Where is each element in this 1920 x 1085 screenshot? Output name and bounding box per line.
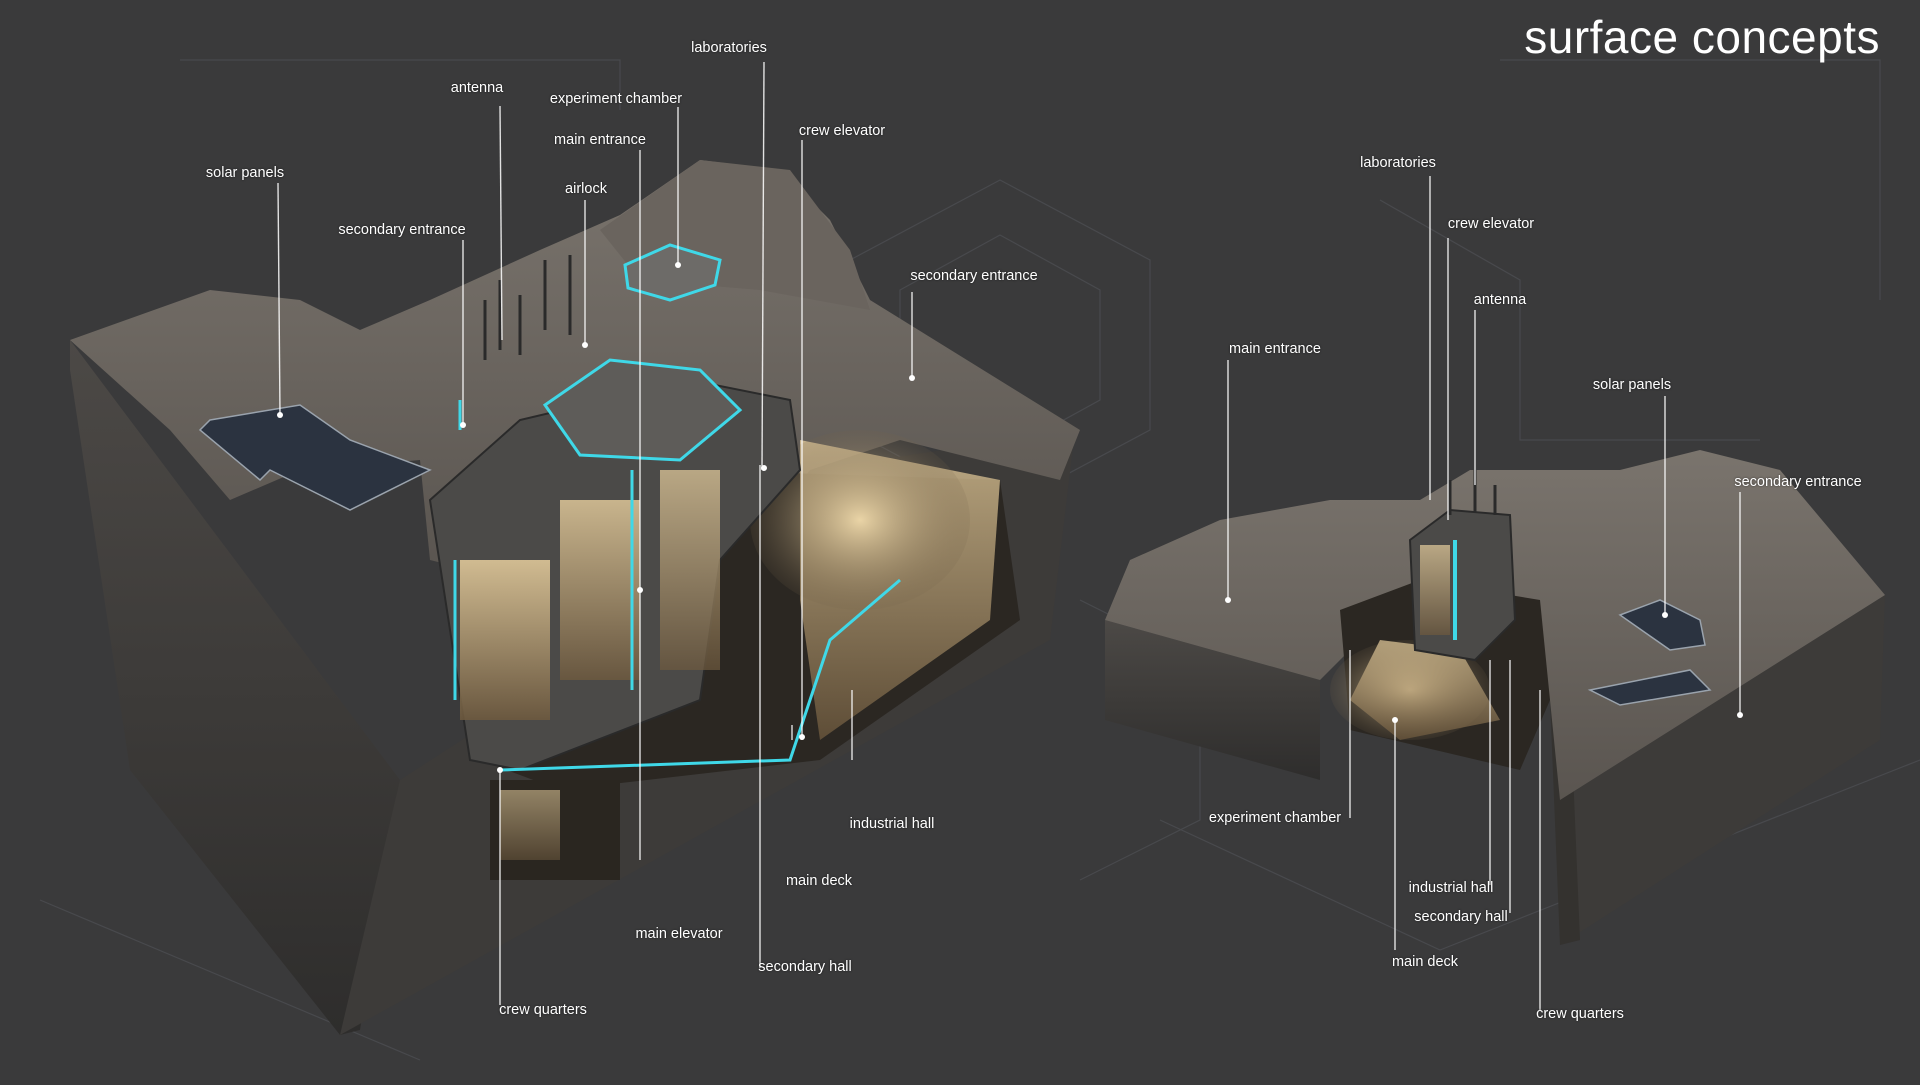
label-antenna-left: antenna <box>450 80 504 96</box>
page-title: surface concepts <box>1524 11 1880 63</box>
label-solar-panels-left: solar panels <box>205 165 285 181</box>
left-terrain-side-front <box>70 340 400 1035</box>
right-habitat-model <box>1105 450 1885 945</box>
label-solar-panels-right: solar panels <box>1592 377 1672 393</box>
label-experiment-chamber-left: experiment chamber <box>549 91 683 107</box>
left-habitat-model <box>70 160 1080 1035</box>
label-secondary-hall-right: secondary hall <box>1414 909 1508 925</box>
label-laboratories-right: laboratories <box>1360 155 1436 171</box>
left-leader-lines <box>277 61 915 1005</box>
label-main-elevator-left: main elevator <box>635 926 723 942</box>
label-main-deck-left: main deck <box>785 873 853 889</box>
label-secondary-hall-left: secondary hall <box>758 959 852 975</box>
blueprint-background <box>39 59 1920 1061</box>
label-secondary-entrance-left-b: secondary entrance <box>910 268 1038 284</box>
label-main-entrance-right: main entrance <box>1229 341 1321 357</box>
label-antenna-right: antenna <box>1473 292 1527 308</box>
label-main-deck-right: main deck <box>1391 954 1459 970</box>
label-crew-elevator-right: crew elevator <box>1447 216 1535 232</box>
label-industrial-hall-left: industrial hall <box>849 816 935 832</box>
right-terrain-side-right <box>1560 595 1885 945</box>
label-crew-elevator-left: crew elevator <box>798 123 886 139</box>
right-leader-lines <box>1225 176 1743 1010</box>
label-airlock-left: airlock <box>565 181 607 197</box>
label-laboratories-left: laboratories <box>691 40 767 56</box>
label-main-entrance-left: main entrance <box>554 132 646 148</box>
label-experiment-chamber-right: experiment chamber <box>1208 810 1342 826</box>
left-solar-panels <box>198 404 432 511</box>
label-crew-quarters-left: crew quarters <box>499 1002 587 1018</box>
right-solar-panels <box>1618 599 1706 651</box>
right-terrain-side-front <box>1105 620 1320 780</box>
label-industrial-hall-right: industrial hall <box>1408 880 1494 896</box>
label-crew-quarters-right: crew quarters <box>1536 1006 1624 1022</box>
label-secondary-entrance-right: secondary entrance <box>1734 474 1862 490</box>
label-secondary-entrance-left-a: secondary entrance <box>338 222 466 238</box>
